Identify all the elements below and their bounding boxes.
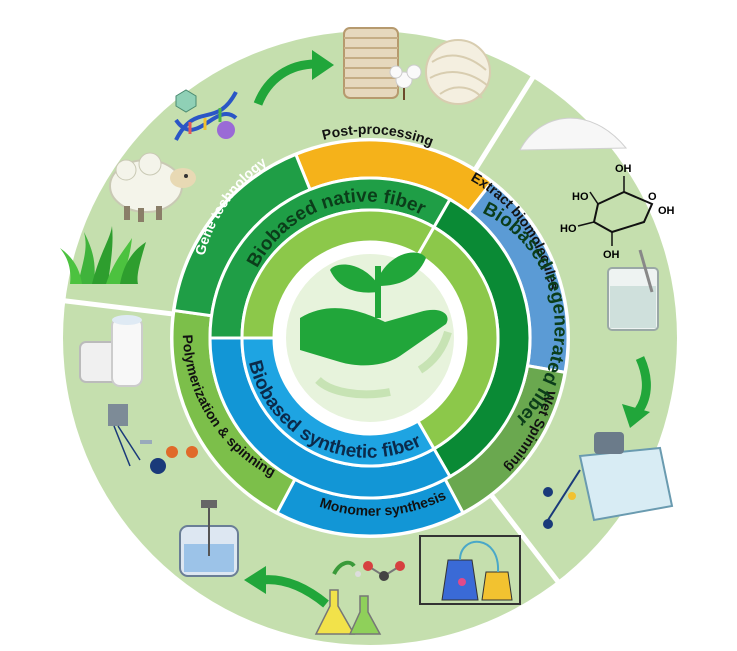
chem-o-label: O <box>648 191 657 203</box>
chem-oh-label: OH <box>615 163 632 175</box>
wool-ball-icon <box>426 40 490 104</box>
chem-oh-label: OH <box>603 249 620 261</box>
chem-ho-label: HO <box>560 223 577 235</box>
chem-ho-label: HO <box>572 191 589 203</box>
chem-oh-label: OH <box>658 205 675 217</box>
yarn-spool-icon <box>344 28 398 98</box>
